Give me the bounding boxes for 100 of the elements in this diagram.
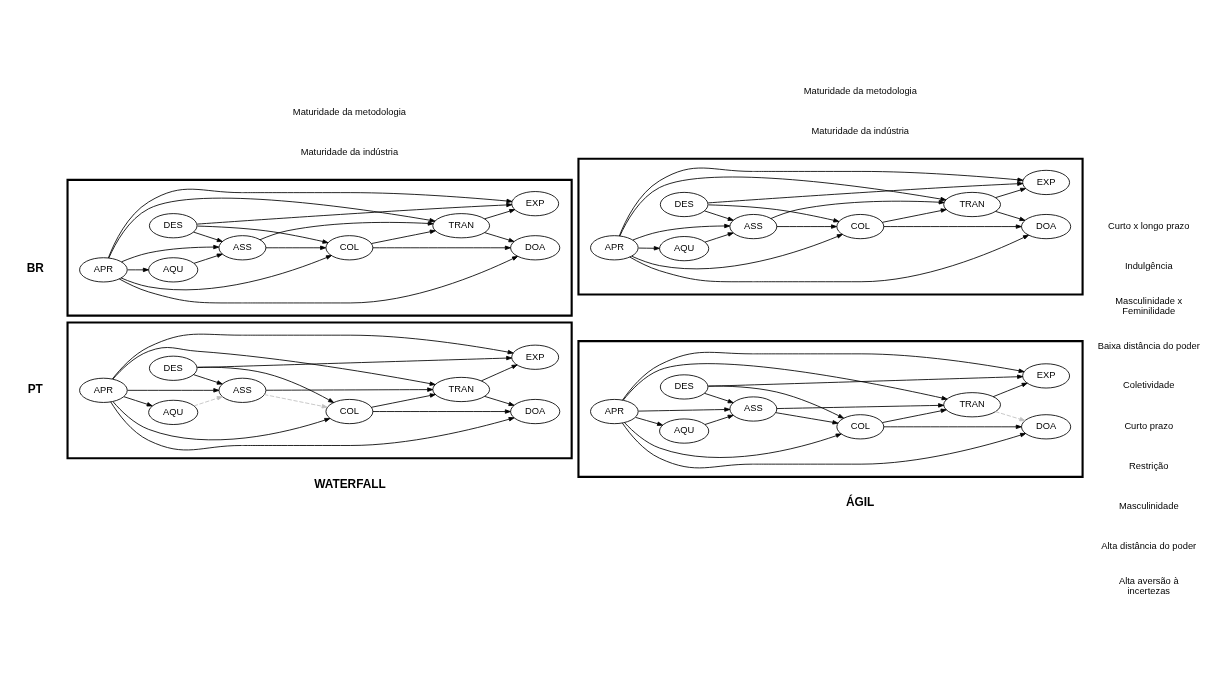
- arrow: [704, 231, 734, 243]
- arrow: [121, 244, 220, 262]
- label: Coletividade: [1123, 379, 1175, 390]
- label: PT: [27, 381, 43, 396]
- arrow: [108, 197, 436, 258]
- arrow: [635, 416, 664, 426]
- arrow: [619, 176, 947, 237]
- arrow: [621, 422, 1027, 468]
- arrow: [618, 167, 1024, 236]
- arrow: [118, 255, 518, 303]
- arrow: [622, 351, 1025, 401]
- label: Curto prazo: [1124, 420, 1174, 431]
- arrow: [110, 400, 515, 450]
- arrow: [123, 395, 153, 406]
- arrow: [484, 208, 516, 219]
- node-ellipse: AQU: [659, 418, 710, 444]
- label: Maturidade da indústria: [300, 146, 399, 157]
- arrow: [127, 387, 220, 393]
- arrow: [111, 333, 514, 379]
- cluster: [577, 339, 1084, 478]
- node-ellipse: APR: [79, 377, 128, 403]
- arrow: [624, 421, 842, 458]
- label: Maturidade da metodologia: [803, 85, 917, 96]
- label: WATERFALL: [314, 476, 386, 491]
- arrow: [638, 406, 731, 412]
- arrow: [371, 229, 436, 244]
- arrow: [881, 207, 947, 223]
- arrow: [196, 202, 513, 224]
- arrow: [112, 346, 436, 386]
- label: Curto x longo prazo: [1108, 220, 1190, 231]
- arrow: [707, 374, 1024, 387]
- label: Indulgência: [1124, 260, 1173, 271]
- arrow: [193, 231, 223, 242]
- node-ellipse: AQU: [148, 256, 199, 282]
- arrow: [371, 392, 436, 408]
- label: Masculinidade x Feminilidade: [1115, 295, 1183, 316]
- label: Alta aversão à incertezas: [1118, 575, 1179, 596]
- label: Restrição: [1129, 460, 1169, 471]
- node-ellipse: APR: [79, 256, 128, 282]
- arrow: [883, 223, 1022, 229]
- node-ellipse: APR: [590, 234, 639, 260]
- node-ellipse: DES: [149, 355, 198, 381]
- cluster: [66, 320, 573, 459]
- arrow: [120, 254, 332, 290]
- arrow: [193, 373, 223, 385]
- label: Maturidade da metodologia: [292, 106, 406, 117]
- arrow: [995, 210, 1026, 221]
- arrow: [127, 267, 149, 272]
- arrow: [638, 245, 660, 250]
- arrow: [704, 392, 734, 403]
- arrow: [481, 364, 518, 381]
- arrow: [776, 402, 945, 409]
- label: ÁGIL: [845, 494, 875, 509]
- label: Alta distância do poder: [1101, 540, 1197, 551]
- node-ellipse: DES: [149, 212, 198, 238]
- arrow: [265, 245, 327, 250]
- arrow: [484, 395, 515, 406]
- node-ellipse: AQU: [659, 235, 710, 261]
- arrow: [193, 395, 223, 406]
- arrow: [776, 223, 837, 229]
- arrow: [775, 411, 839, 424]
- arrow: [197, 225, 329, 244]
- arrow: [263, 393, 328, 408]
- arrow: [708, 203, 840, 222]
- node-ellipse: APR: [590, 398, 639, 424]
- arrow: [197, 366, 335, 403]
- arrow: [107, 188, 513, 258]
- arrow: [707, 385, 844, 419]
- node-ellipse: DES: [659, 373, 709, 399]
- arrow: [484, 231, 515, 242]
- arrow: [372, 408, 511, 414]
- arrow: [112, 400, 331, 440]
- arrow: [622, 362, 948, 401]
- arrow: [372, 245, 511, 250]
- arrow: [883, 424, 1022, 429]
- arrow: [995, 410, 1026, 421]
- node-ellipse: EXP: [1022, 169, 1070, 195]
- label: Baixa distância do poder: [1097, 340, 1200, 351]
- arrow: [770, 199, 945, 219]
- label: Masculinidade: [1118, 500, 1179, 511]
- node-ellipse: DES: [659, 191, 709, 217]
- arrow: [631, 233, 843, 269]
- node-ellipse: TRAN: [943, 191, 1001, 217]
- arrow: [265, 386, 434, 392]
- node-ellipse: TRAN: [432, 212, 490, 238]
- arrow: [707, 181, 1024, 203]
- cluster: [577, 157, 1084, 295]
- label: Maturidade da indústria: [811, 125, 910, 136]
- arrow: [881, 408, 947, 423]
- arrow: [704, 209, 734, 221]
- arrow: [197, 355, 513, 368]
- arrow: [704, 414, 734, 425]
- arrow: [629, 234, 1029, 282]
- arrow: [995, 187, 1027, 198]
- node-ellipse: TRAN: [432, 376, 490, 402]
- arrow: [992, 382, 1028, 397]
- cluster: [66, 178, 573, 317]
- label: BR: [26, 260, 44, 275]
- arrow: [193, 253, 223, 264]
- arrow: [632, 223, 731, 240]
